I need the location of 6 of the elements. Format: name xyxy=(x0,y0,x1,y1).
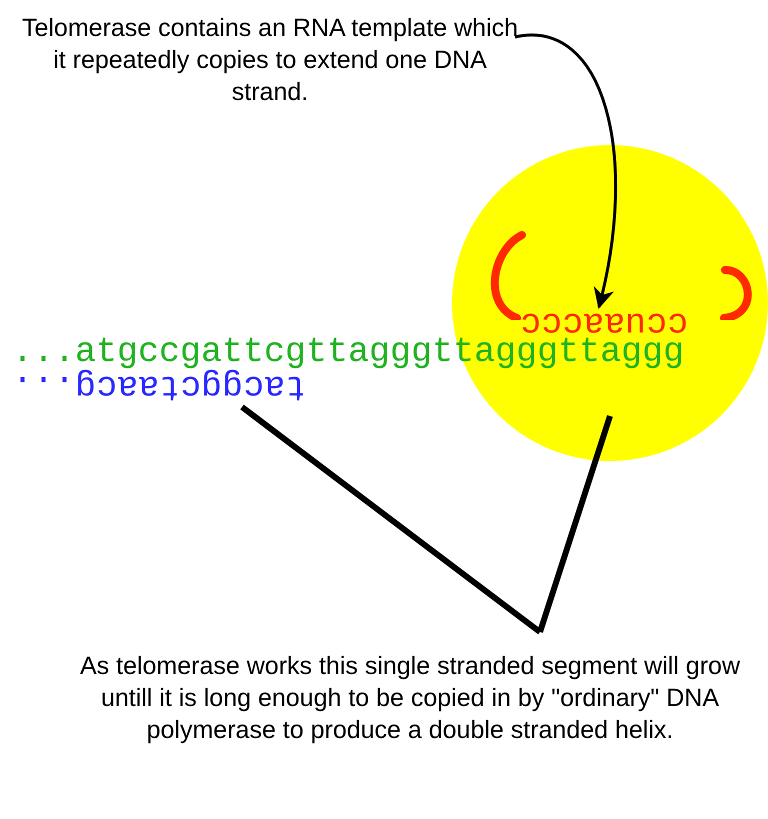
leader-line xyxy=(240,404,542,634)
note-text: Telomerase contains an RNA template which it repeatedly copies to extend one DNA strand. xyxy=(20,12,520,108)
complementary-strand-sequence: tacggctaacg... xyxy=(12,368,306,404)
note-text: As telomerase works this single stranded segment will grow untill it is long enough to be copied in by "ordinary" DNA polymerase to produce a double stranded helix. xyxy=(60,650,760,746)
leader-line xyxy=(537,415,613,633)
arrow xyxy=(514,34,617,310)
